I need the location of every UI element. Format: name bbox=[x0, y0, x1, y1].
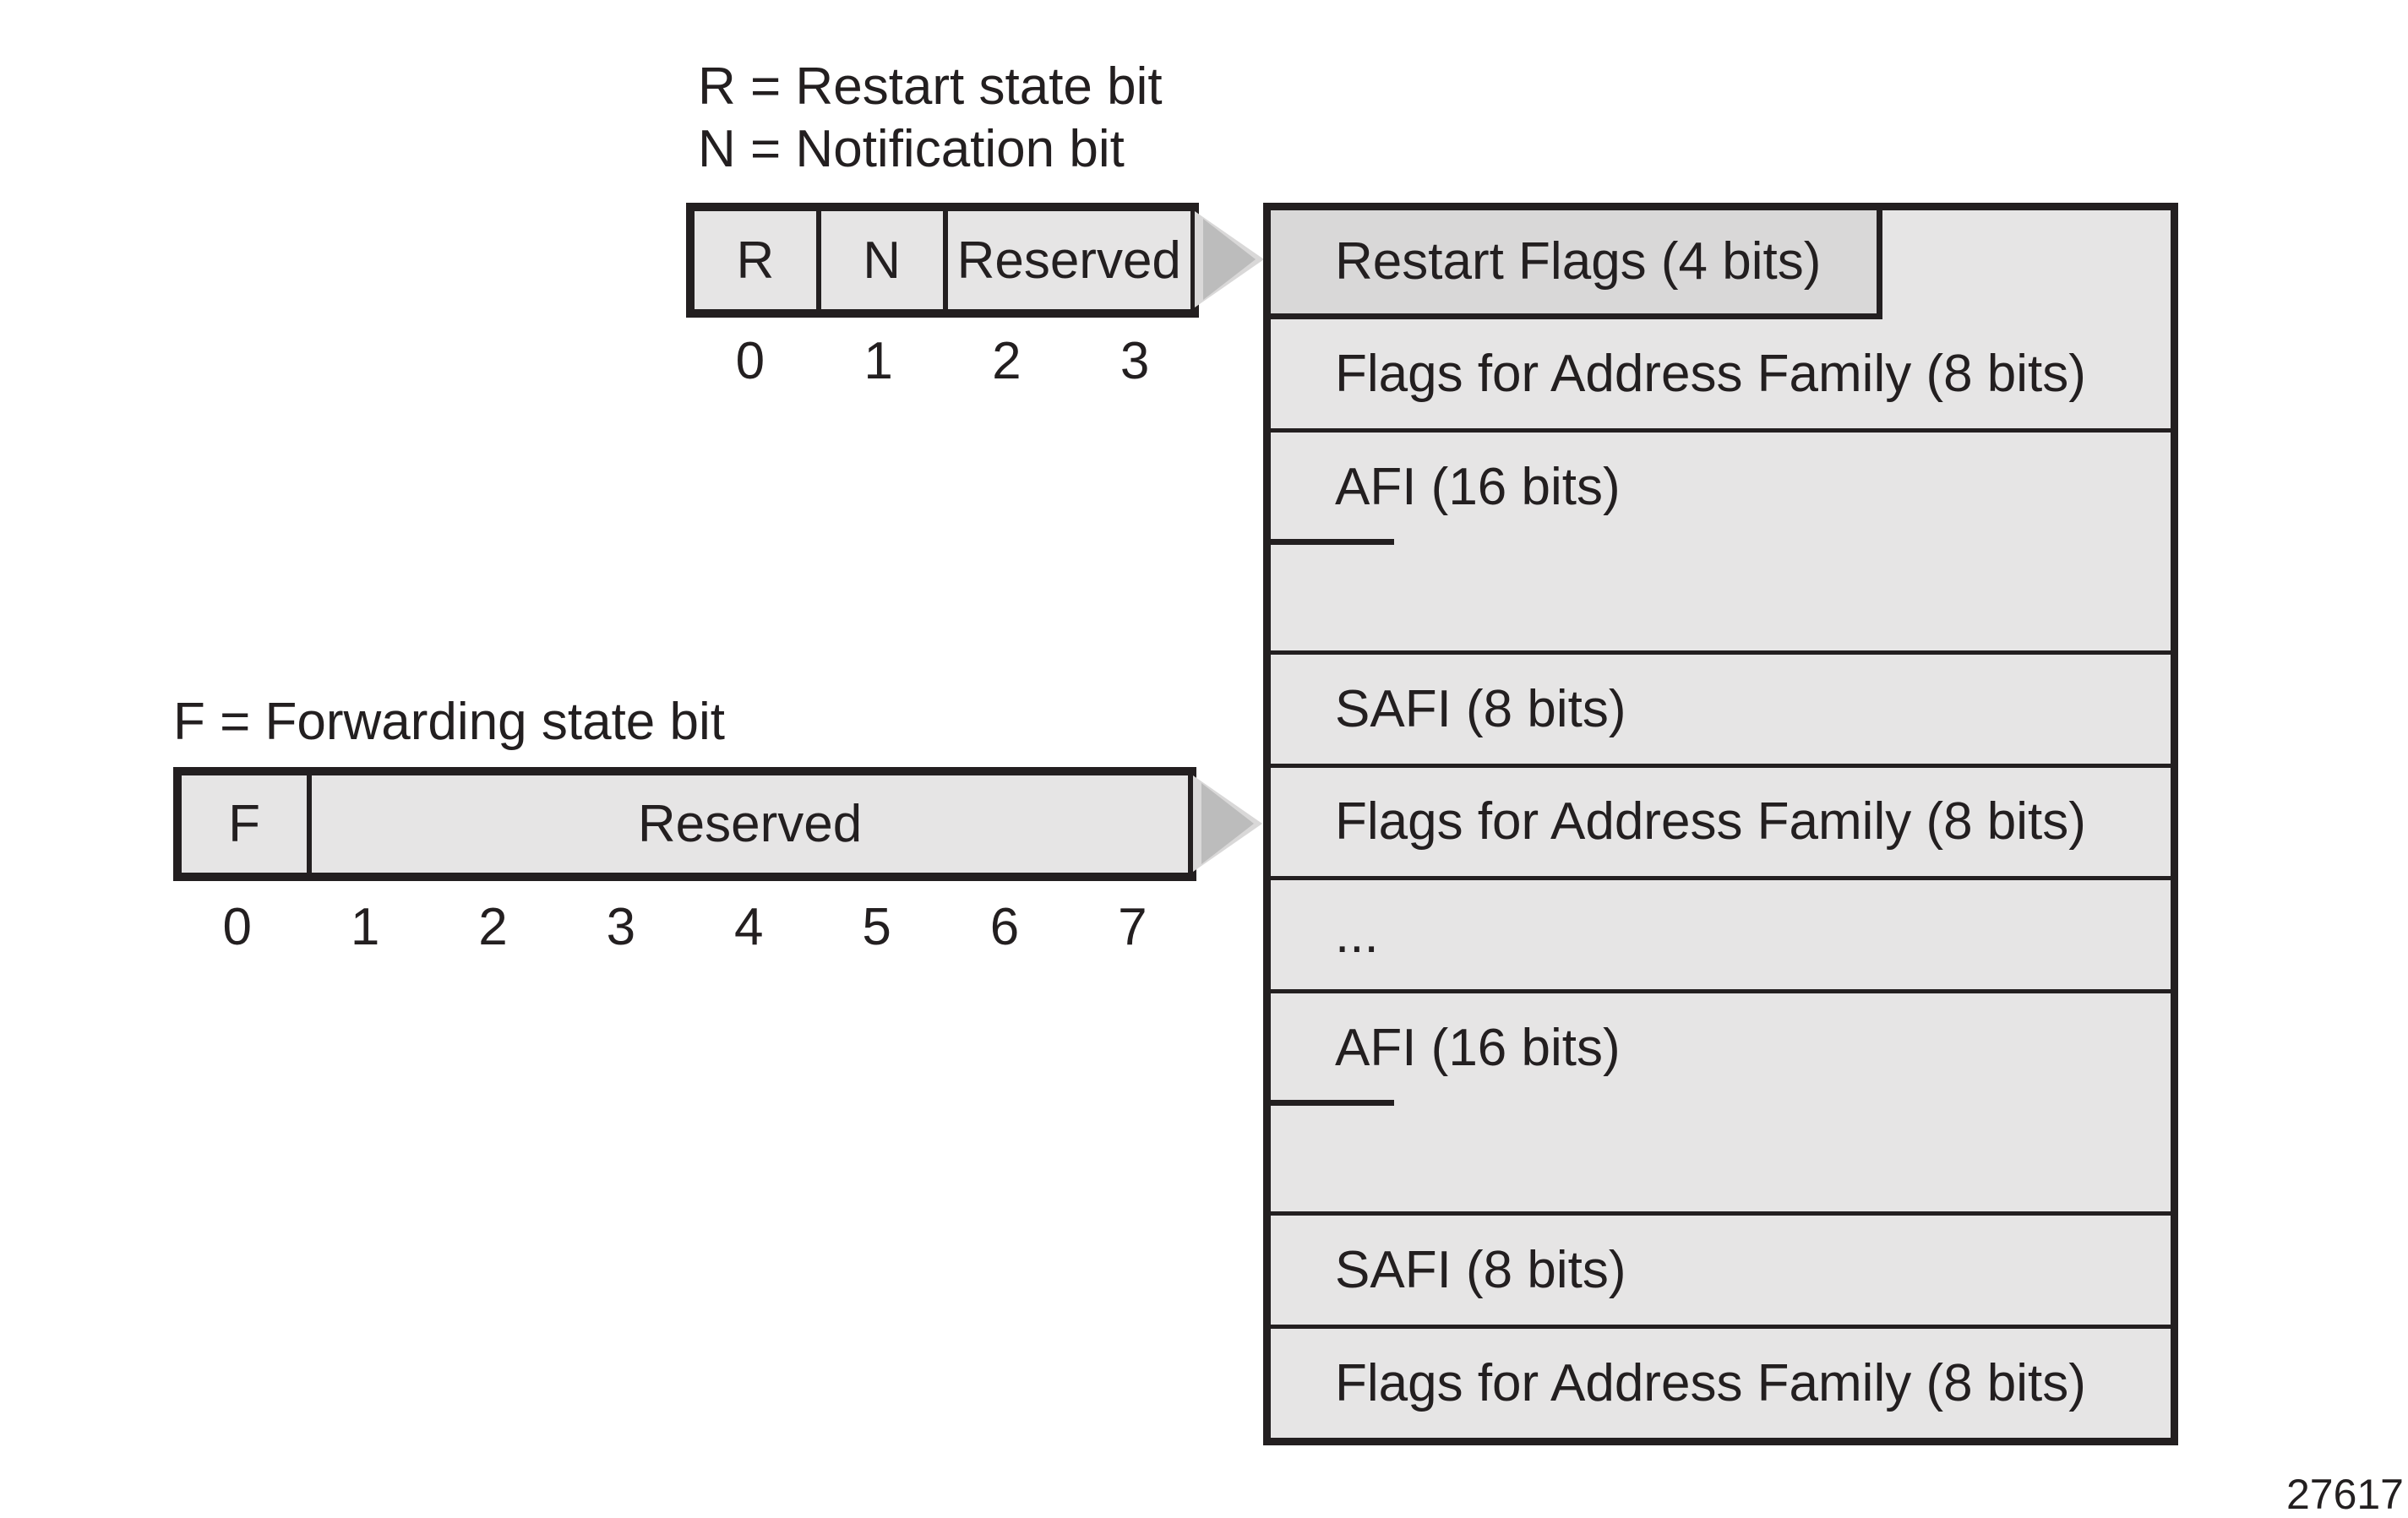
row-label: Flags for Address Family (8 bits) bbox=[1335, 344, 2086, 403]
forwarding-legend: F = Forwarding state bit bbox=[173, 691, 725, 754]
bit-number: 1 bbox=[864, 332, 893, 390]
table-row-flags-af: Flags for Address Family (8 bits) bbox=[1271, 1325, 2171, 1438]
byte-boundary-tick bbox=[1271, 1100, 1394, 1107]
restart-flags-bit-field: R N Reserved bbox=[686, 203, 1199, 318]
legend-line-notification: N = Notification bit bbox=[698, 120, 1125, 178]
bit-number: 3 bbox=[1120, 332, 1150, 390]
figure-number: 27617 bbox=[2285, 1471, 2404, 1518]
forwarding-bit-field: F Reserved bbox=[173, 767, 1196, 881]
bit-cell-reserved: Reserved bbox=[942, 211, 1191, 309]
capability-table: Restart Flags (4 bits) Flags for Address… bbox=[1263, 203, 2178, 1445]
bit-number: 7 bbox=[1118, 898, 1147, 956]
arrow-shape bbox=[1201, 783, 1254, 864]
row-label: SAFI (8 bits) bbox=[1335, 1241, 1626, 1300]
row-label: Restart Flags (4 bits) bbox=[1335, 232, 1822, 291]
row-label: ... bbox=[1335, 906, 1379, 965]
bit-number: 5 bbox=[862, 898, 891, 956]
bit-cell-f: F bbox=[228, 795, 260, 853]
row-label: AFI (16 bits) bbox=[1335, 457, 1621, 516]
restart-flags-highlight-cell: Restart Flags (4 bits) bbox=[1271, 210, 1882, 319]
bit-number: 0 bbox=[735, 332, 765, 390]
bit-cell-n: N bbox=[815, 211, 943, 309]
row-label: AFI (16 bits) bbox=[1335, 1019, 1621, 1078]
bit-number: 3 bbox=[606, 898, 636, 956]
arrow-right-icon bbox=[1193, 775, 1286, 877]
bit-cell-r: R bbox=[736, 231, 775, 290]
table-row-restart-flags: Restart Flags (4 bits) bbox=[1271, 210, 2171, 319]
byte-boundary-tick bbox=[1271, 538, 1394, 545]
restart-notification-legend: R = Restart state bit N = Notification b… bbox=[698, 56, 1163, 181]
bit-number: 2 bbox=[992, 332, 1021, 390]
table-row-safi: SAFI (8 bits) bbox=[1271, 1211, 2171, 1325]
table-row-afi: AFI (16 bits) bbox=[1271, 989, 2171, 1211]
arrow-shape bbox=[1203, 219, 1256, 300]
bit-number: 4 bbox=[733, 898, 764, 956]
bit-cell-reserved: Reserved bbox=[307, 775, 1188, 873]
table-row-flags-af: Flags for Address Family (8 bits) bbox=[1271, 763, 2171, 877]
row-label: Flags for Address Family (8 bits) bbox=[1335, 1354, 2086, 1413]
table-row-ellipsis: ... bbox=[1271, 876, 2171, 989]
legend-line-restart: R = Restart state bit bbox=[698, 57, 1163, 116]
row-label: SAFI (8 bits) bbox=[1335, 679, 1626, 738]
table-row-flags-af: Flags for Address Family (8 bits) bbox=[1271, 319, 2171, 428]
row-label: Flags for Address Family (8 bits) bbox=[1335, 792, 2086, 851]
bit-number: 2 bbox=[478, 898, 508, 956]
table-row-safi: SAFI (8 bits) bbox=[1271, 650, 2171, 764]
table-row-afi: AFI (16 bits) bbox=[1271, 427, 2171, 650]
bit-number: 6 bbox=[989, 898, 1020, 956]
bit-number: 0 bbox=[222, 898, 252, 956]
bit-number: 1 bbox=[350, 898, 380, 956]
legend-line-forwarding: F = Forwarding state bit bbox=[173, 693, 725, 751]
restart-field-bit-numbers: 0 1 2 3 bbox=[686, 331, 1199, 391]
forwarding-field-bit-numbers: 0 1 2 3 4 5 6 7 bbox=[173, 897, 1196, 957]
arrow-right-icon bbox=[1195, 211, 1288, 313]
